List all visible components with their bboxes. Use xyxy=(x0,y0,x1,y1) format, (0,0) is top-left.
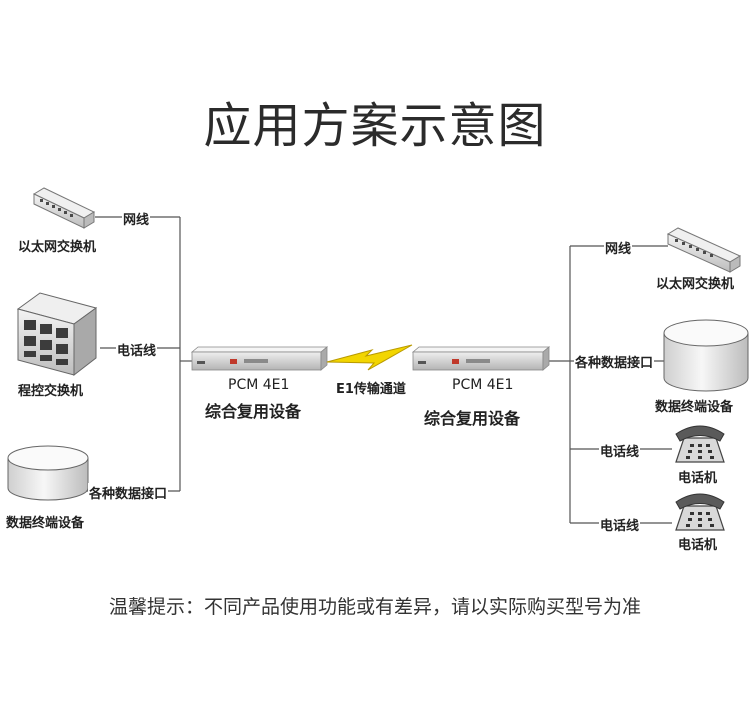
right-multiplexer-device xyxy=(411,346,551,371)
right-phone2-cable-label: 电话线 xyxy=(599,515,641,534)
right-phone1-cable-label: 电话线 xyxy=(599,441,641,460)
right-switch-cable-label: 网线 xyxy=(604,238,633,257)
right-telephone-icon-1 xyxy=(675,425,725,463)
right-telephone-icon-2 xyxy=(675,493,725,531)
right-ethernet-switch-icon xyxy=(666,227,742,273)
left-data-cable-label: 各种数据接口 xyxy=(88,483,169,502)
left-pbx-label: 程控交换机 xyxy=(18,384,84,399)
e1-channel-label: E1传输通道 xyxy=(335,378,407,397)
left-pbx-cable-label: 电话线 xyxy=(116,340,158,359)
left-multiplexer-device xyxy=(190,346,329,371)
right-mux-model-label: PCM 4E1 xyxy=(452,377,514,393)
right-phone1-label: 电话机 xyxy=(678,471,718,486)
left-switch-cable-label: 网线 xyxy=(122,209,151,228)
left-mux-title: 综合复用设备 xyxy=(205,402,302,421)
right-connector-lines xyxy=(548,245,672,524)
left-pbx-server-icon xyxy=(16,292,98,377)
left-data-terminal-label: 数据终端设备 xyxy=(6,516,85,531)
right-data-cable-label: 各种数据接口 xyxy=(574,352,655,371)
left-switch-label: 以太网交换机 xyxy=(18,240,97,255)
e1-link-bolt-icon xyxy=(326,344,413,371)
disclaimer-note: 温馨提示：不同产品使用功能或有差异，请以实际购买型号为准 xyxy=(108,596,641,618)
left-data-terminal-icon xyxy=(7,445,89,501)
left-mux-model-label: PCM 4E1 xyxy=(228,377,290,393)
right-phone2-label: 电话机 xyxy=(678,538,718,553)
right-data-terminal-label: 数据终端设备 xyxy=(655,400,734,415)
right-data-terminal-icon xyxy=(663,319,749,392)
left-ethernet-switch-icon xyxy=(32,187,96,229)
page-title: 应用方案示意图 xyxy=(203,98,547,154)
right-mux-title: 综合复用设备 xyxy=(424,409,521,428)
right-switch-label: 以太网交换机 xyxy=(656,277,735,292)
